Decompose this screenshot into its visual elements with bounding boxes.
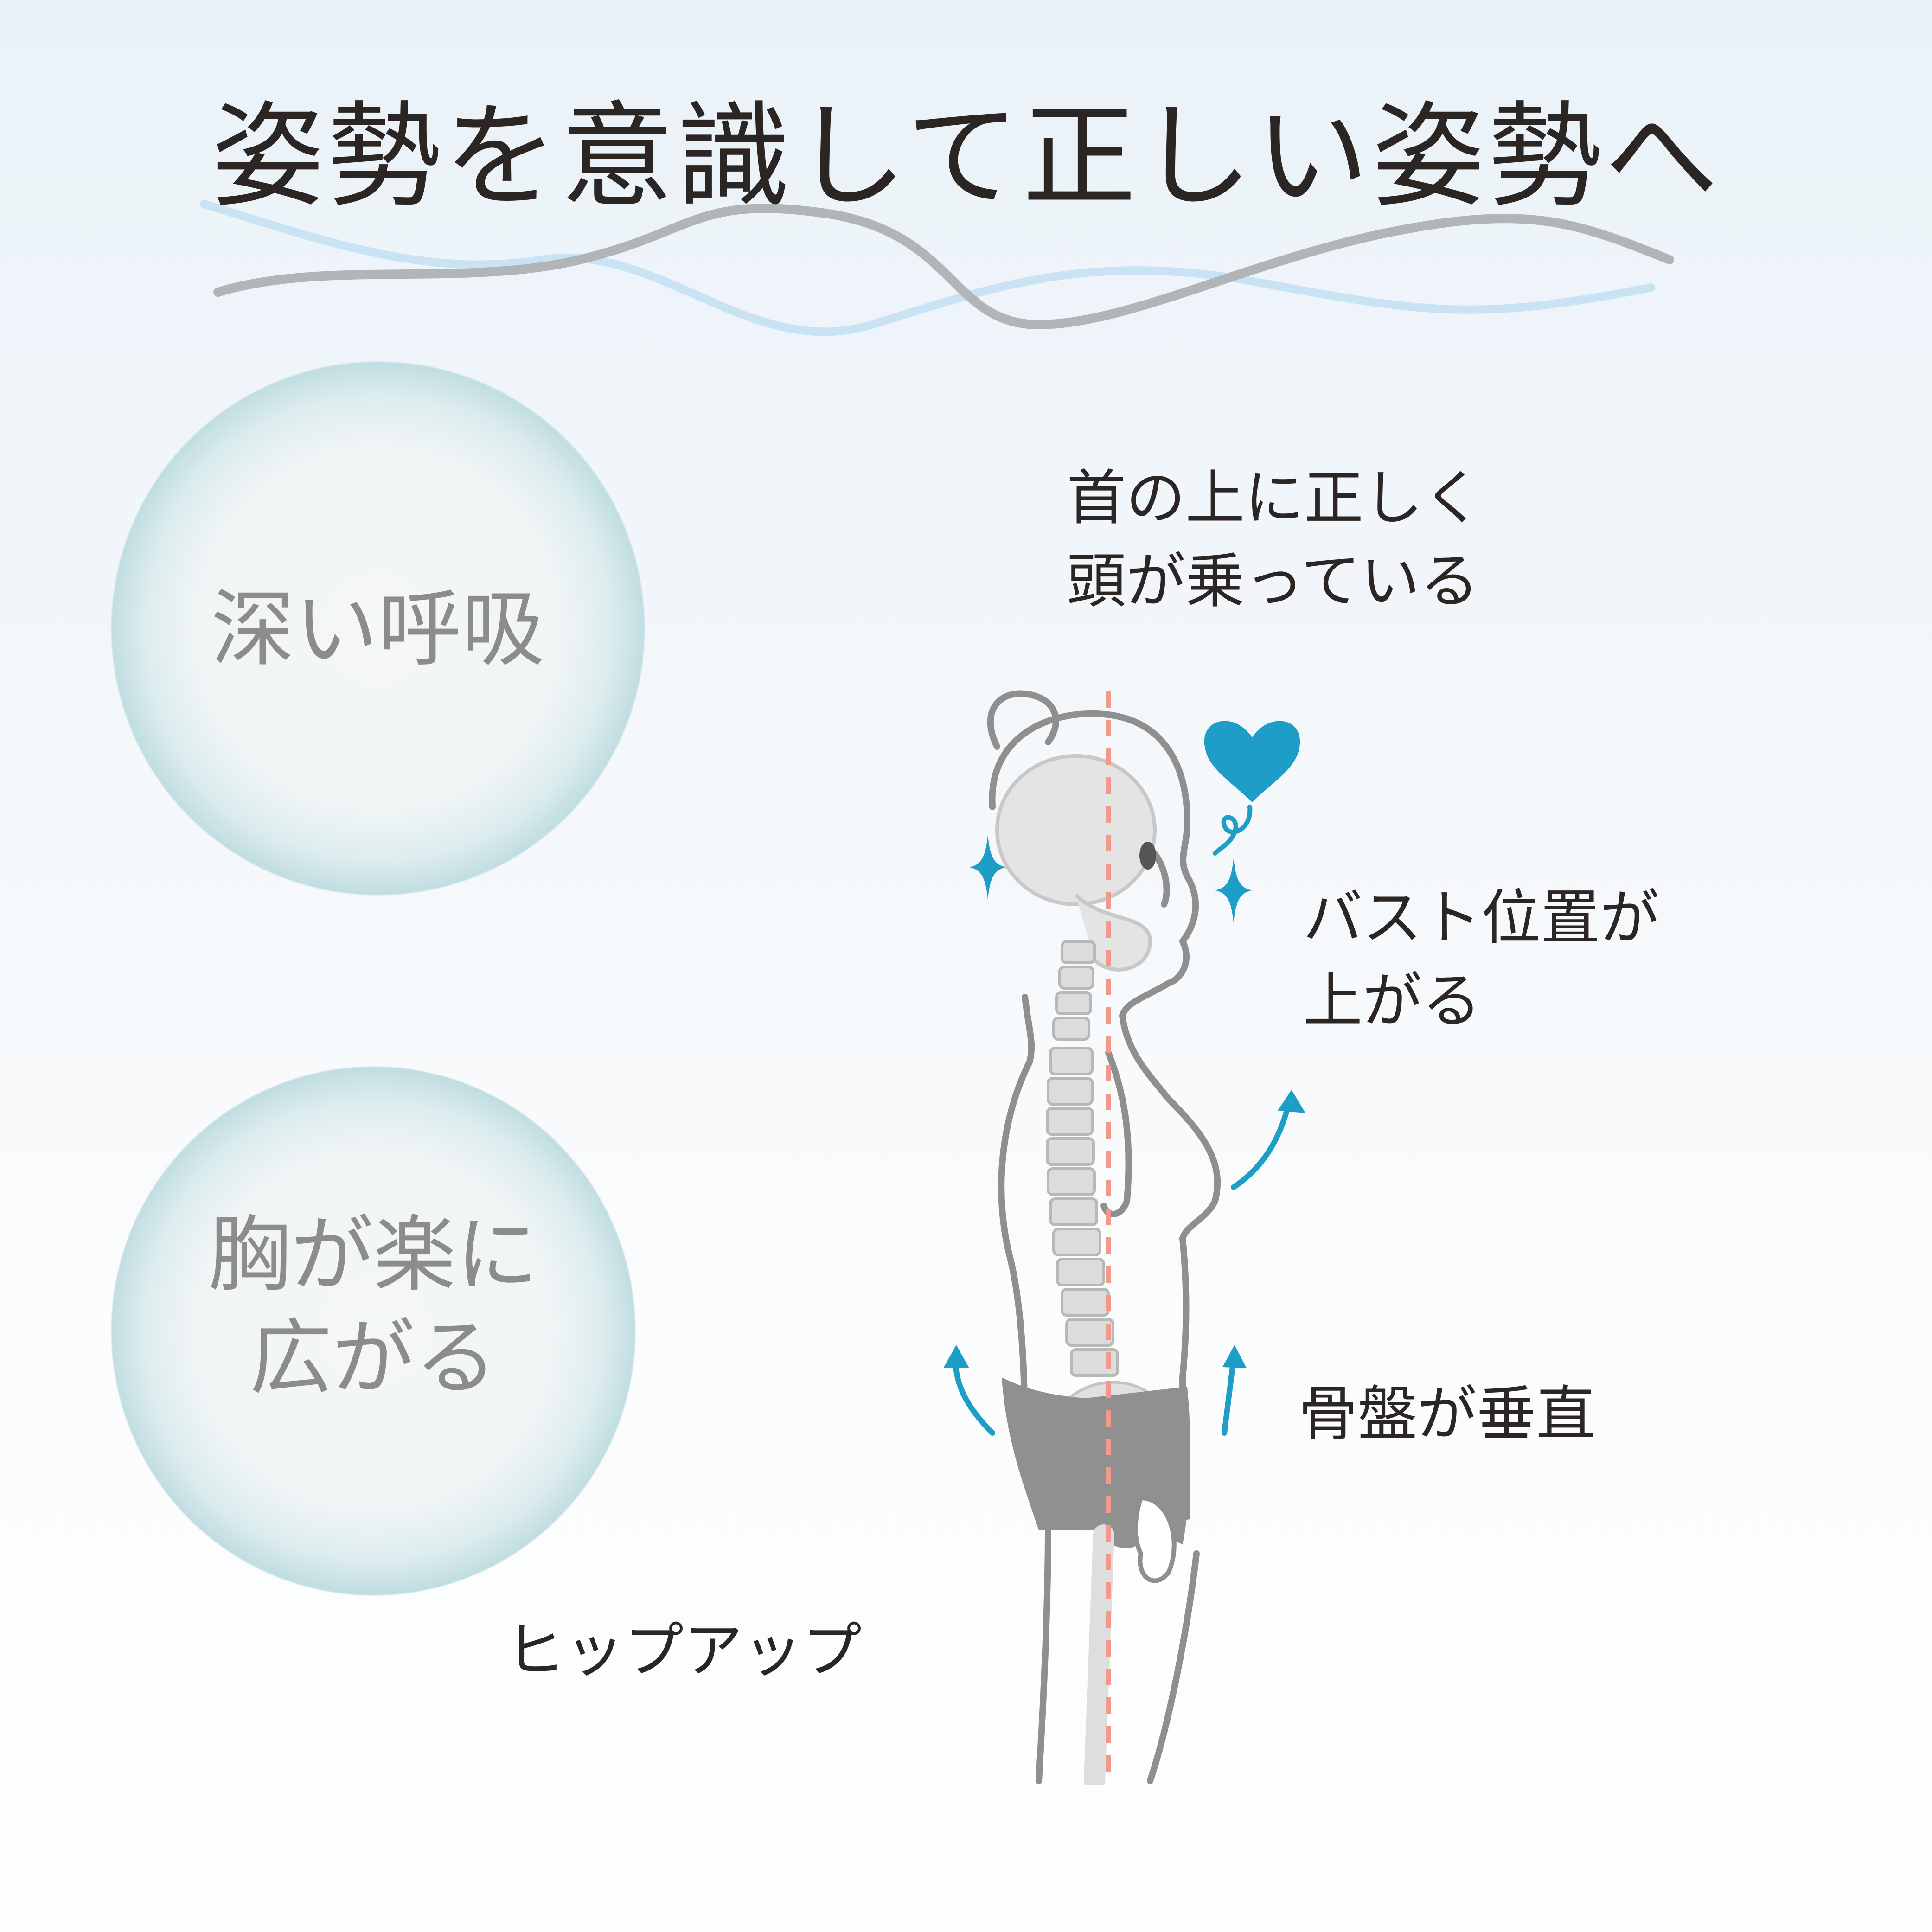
benefit-bubble-chest — [111, 1067, 635, 1595]
heart-icon — [1204, 721, 1300, 802]
benefit-label-breathing: 深い呼吸 — [211, 581, 545, 678]
annotation-bust-line1: バスト位置が — [1303, 883, 1660, 953]
hand — [1133, 1495, 1177, 1583]
leg-front — [1147, 1550, 1200, 1784]
hair-bun — [987, 690, 1059, 750]
arm-outline — [1100, 1049, 1132, 1218]
leg-back — [1036, 1523, 1051, 1784]
posture-illustration — [943, 690, 1305, 1785]
bust-arrow-path — [1231, 1099, 1292, 1190]
benefit-label-chest: 胸が楽に 広がる — [111, 1203, 635, 1410]
page-title: 姿勢を意識して正しい姿勢へ — [211, 90, 1721, 223]
annotation-hip: ヒップアップ — [505, 1616, 862, 1685]
arrow-up-icon — [1278, 1090, 1305, 1113]
annotation-head: 首の上に正しく 頭が乗っている — [1067, 457, 1482, 623]
hip-arrow-path — [953, 1356, 995, 1436]
eye — [1139, 842, 1156, 870]
annotation-head-line1: 首の上に正しく — [1067, 464, 1483, 533]
decorative-wave — [200, 200, 1674, 336]
benefit-label-chest-line2: 広がる — [249, 1310, 497, 1406]
benefit-bubble-breathing — [111, 362, 645, 895]
arrow-up-icon — [943, 1345, 969, 1368]
pelvis-arrow-path — [1222, 1356, 1236, 1436]
annotation-head-line2: 頭が乗っている — [1067, 547, 1479, 616]
annotation-pelvis: 骨盤が垂直 — [1299, 1380, 1596, 1449]
skull — [995, 754, 1157, 906]
sparkle-icon — [969, 835, 1006, 900]
head-outline — [989, 710, 1199, 1019]
back-outline — [998, 994, 1035, 1455]
annotation-bust: バスト位置が 上がる — [1303, 876, 1659, 1043]
benefit-label-chest-line1: 胸が楽に — [208, 1207, 538, 1303]
sparkle-icon — [1215, 858, 1252, 923]
femur — [1084, 1524, 1114, 1785]
heart-ribbon-icon — [1213, 805, 1253, 856]
annotation-bust-line2: 上がる — [1303, 966, 1482, 1036]
arrow-up-icon — [1222, 1345, 1247, 1368]
